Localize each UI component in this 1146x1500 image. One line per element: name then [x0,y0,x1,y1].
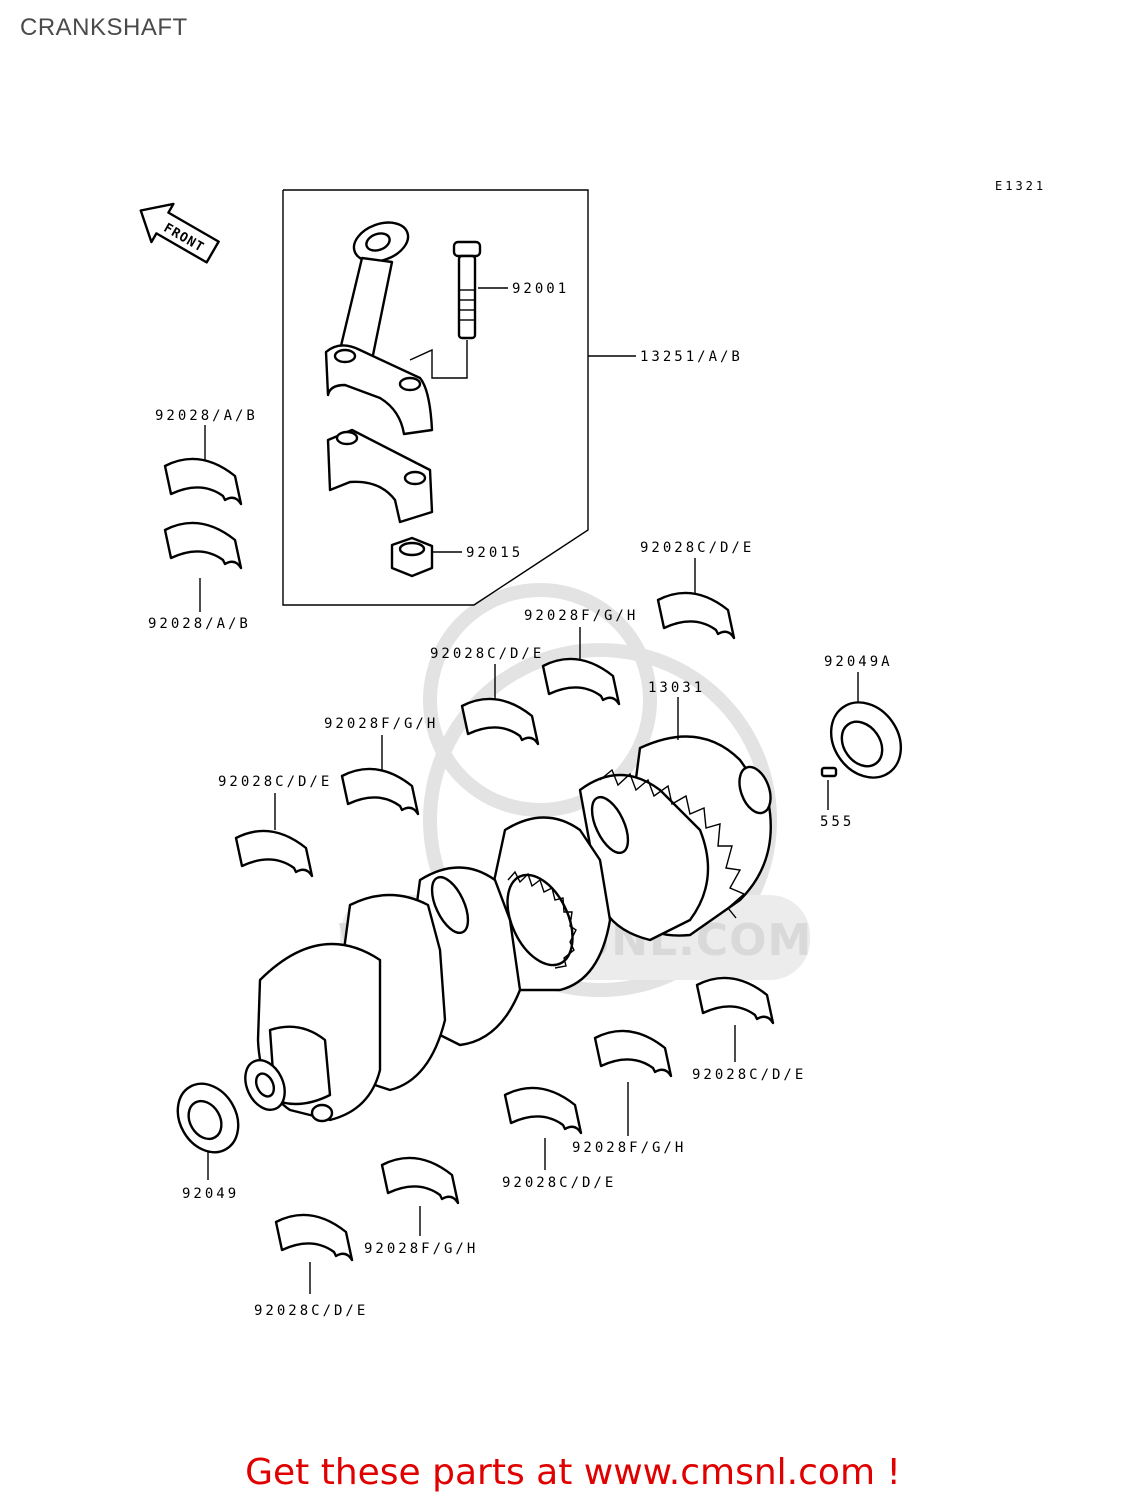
cam-sprocket [506,870,577,969]
label-92028fgh-4: 92028F/G/H [364,1241,478,1257]
oil-seal-left [176,1082,240,1154]
conrod-bolt [409,240,482,379]
label-92028cde-4: 92028C/D/E [692,1067,806,1083]
connecting-rod-cap [326,428,434,524]
bearing-shell [274,1213,354,1262]
label-92049: 92049 [182,1186,239,1202]
label-555: 555 [820,814,854,830]
label-92028cde-6: 92028C/D/E [254,1303,368,1319]
crankshaft [244,735,772,1123]
promo-link[interactable]: Get these parts at www.cmsnl.com ! [245,1452,901,1493]
label-92001: 92001 [512,281,569,297]
page-title: CRANKSHAFT [20,14,188,41]
label-92015: 92015 [466,545,523,561]
bearing-shell [656,591,736,640]
front-arrow-icon: FRONT [139,202,220,264]
label-92028cde-1: 92028C/D/E [640,540,754,556]
bearing-shell [234,829,314,878]
connecting-rod [324,221,434,436]
label-92028ab-bottom: 92028/A/B [148,616,251,632]
bearing-shell [695,976,775,1025]
oil-seal-right [829,701,903,779]
bearing-shell [380,1156,460,1205]
bearing-shell [503,1086,583,1135]
label-92028cde-5: 92028C/D/E [502,1175,616,1191]
bearing-shell [593,1029,673,1078]
label-13251: 13251/A/B [640,349,743,365]
label-92049a: 92049A [824,654,893,670]
bearing-shell [340,767,420,816]
figure-code: E1321 [995,179,1046,193]
label-13031: 13031 [648,680,705,696]
woodruff-key [820,766,838,778]
bearing-shell [460,697,540,746]
label-92028cde-3: 92028C/D/E [218,774,332,790]
label-92028fgh-3: 92028F/G/H [572,1140,686,1156]
conrod-assembly-frame [282,189,589,606]
conrod-nut [390,536,434,578]
label-92028cde-2: 92028C/D/E [430,646,544,662]
bearing-shell [163,457,243,506]
label-92028ab-top: 92028/A/B [155,408,258,424]
label-92028fgh-1: 92028F/G/H [524,608,638,624]
bearing-shell [541,657,621,706]
label-92028fgh-2: 92028F/G/H [324,716,438,732]
bearing-shell [163,521,243,570]
